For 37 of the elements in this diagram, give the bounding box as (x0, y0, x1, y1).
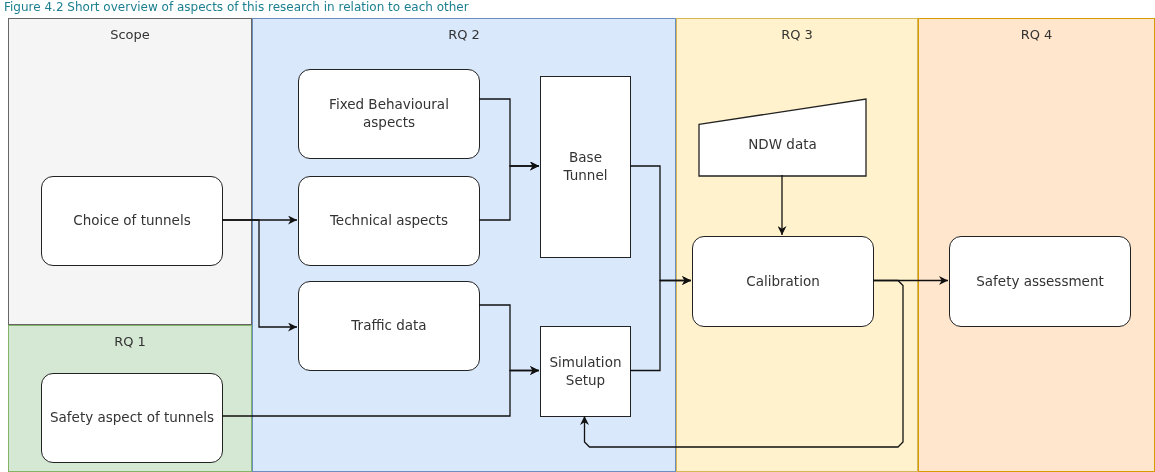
lane-heading: RQ 1 (113, 334, 147, 349)
arrow (221, 219, 298, 332)
arrow (478, 161, 540, 221)
node-label: Technical aspects (328, 212, 450, 230)
node-label: Choice of tunnels (72, 212, 192, 230)
process-box (692, 236, 874, 327)
lane-heading: RQ 4 (1019, 27, 1054, 42)
node-label: Calibration (745, 272, 821, 291)
node-label: Simulation Setup (548, 353, 623, 390)
process-box (949, 236, 1131, 327)
rectangle-box (540, 76, 631, 258)
swimlane (676, 18, 918, 472)
node-label: Fixed Behavioural aspects (328, 96, 450, 132)
arrow (629, 276, 692, 372)
process-box (41, 176, 223, 266)
lane-heading: RQ 2 (447, 27, 481, 42)
process-box (298, 281, 480, 371)
process-box (298, 69, 480, 159)
arrow (580, 279, 904, 448)
swimlane (252, 18, 676, 472)
swimlane (8, 325, 252, 472)
lane-heading: Scope (109, 27, 151, 42)
node-label: Base Tunnel (562, 149, 609, 185)
manual-input-shape (699, 99, 866, 176)
node-label: NDW data (747, 135, 818, 154)
arrow (777, 174, 787, 236)
node-label: Traffic data (350, 317, 428, 335)
figure-title: Figure 4.2 Short overview of aspects of this research in relation to each other (4, 0, 469, 14)
process-box (41, 373, 223, 463)
rectangle-box (540, 326, 631, 417)
process-box (298, 176, 480, 266)
swimlane (918, 18, 1155, 472)
lane-heading: RQ 3 (780, 27, 814, 42)
node-label: Safety aspect of tunnels (49, 409, 215, 427)
swimlane (8, 18, 252, 325)
node-label: Safety assessment (975, 272, 1105, 291)
arrow (221, 366, 540, 417)
